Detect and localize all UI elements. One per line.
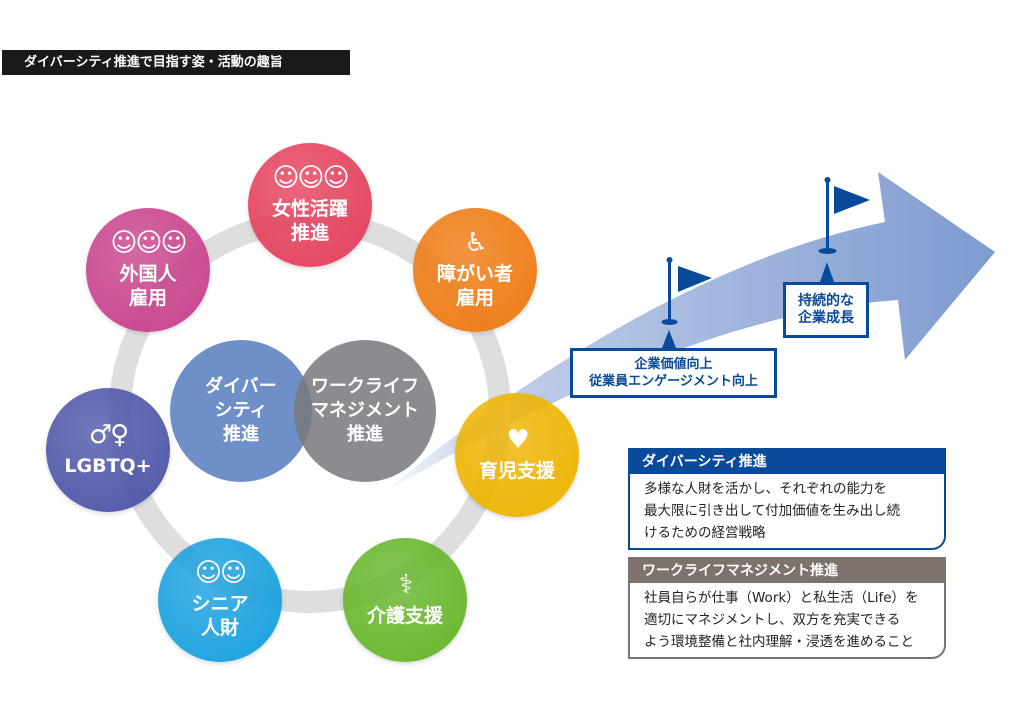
section-title: ダイバーシティ推進で目指す姿・活動の趣旨	[2, 50, 350, 75]
theme-circle-women: ☺☺☺ 女性活躍推進	[248, 143, 372, 267]
milestone-line: 企業価値向上	[634, 357, 713, 372]
circle-label: 人財	[200, 617, 239, 639]
circle-label: シニア	[191, 593, 249, 615]
diversity-line: シティ	[214, 400, 268, 421]
flag-1	[661, 257, 712, 348]
circle-label: 女性活躍	[271, 198, 348, 220]
milestone-growth: 持続的な 企業成長	[783, 282, 869, 338]
theme-circle-childcare: ♥ 育児支援	[455, 393, 579, 517]
wlb-line: ワークライフ	[311, 376, 419, 397]
circle-label: LGBTQ+	[64, 455, 152, 477]
wlb-line: マネジメント	[311, 400, 419, 421]
theme-circle-senior: ☺☺ シニア人財	[158, 538, 282, 662]
wheelchair-worker-icon: ♿	[464, 228, 487, 258]
info-heading: ダイバーシティ推進	[630, 450, 944, 474]
rainbow-people-icon: ♂♀	[88, 420, 129, 450]
milestone-line: 持続的な	[798, 293, 854, 309]
info-line: よう環境整備と社内理解・浸透を進めること	[644, 634, 914, 650]
circle-label: 介護支援	[366, 605, 443, 627]
circle-label: 育児支援	[478, 460, 555, 482]
diversity-line: ダイバー	[205, 376, 277, 397]
theme-circle-nursing: ⚕ 介護支援	[343, 538, 467, 662]
diversity-line: 推進	[223, 424, 259, 445]
theme-circle-lgbtq: ♂♀ LGBTQ+	[46, 388, 170, 512]
info-heading: ワークライフマネジメント推進	[630, 559, 944, 583]
wlb-circle: ワークライフ マネジメント 推進	[294, 340, 436, 482]
circle-label: 雇用	[455, 287, 494, 309]
senior-couple-icon: ☺☺	[194, 558, 247, 588]
circle-label: 障がい者	[436, 263, 513, 285]
wlb-line: 推進	[347, 424, 383, 445]
wlb-info-box: ワークライフマネジメント推進 社員自らが仕事（Work）と私生活（Life）を適…	[628, 557, 946, 659]
info-line: けるための経営戦略	[644, 525, 766, 541]
circle-label: 外国人	[119, 263, 177, 285]
theme-circle-disability: ♿ 障がい者雇用	[413, 208, 537, 332]
women-workers-icon: ☺☺☺	[272, 163, 349, 193]
flag-2	[818, 177, 870, 282]
info-line: 多様な人財を活かし、それぞれの能力を	[644, 481, 887, 497]
info-line: 最大限に引き出して付加価値を生み出し続	[644, 503, 901, 519]
milestone-engagement: 企業価値向上 従業員エンゲージメント向上	[570, 348, 777, 398]
info-line: 適切にマネジメントし、双方を充実できる	[644, 612, 901, 628]
circle-label: 雇用	[128, 287, 167, 309]
info-line: 社員自らが仕事（Work）と私生活（Life）を	[644, 590, 919, 606]
theme-circle-foreign: ☺☺☺ 外国人雇用	[86, 208, 210, 332]
growth-arrow	[380, 172, 995, 495]
caregiver-icon: ⚕	[398, 570, 413, 600]
family-heart-icon: ♥	[506, 425, 529, 455]
globe-people-icon: ☺☺☺	[110, 228, 187, 258]
circle-label: 推進	[290, 222, 329, 244]
diversity-info-box: ダイバーシティ推進 多様な人財を活かし、それぞれの能力を最大限に引き出して付加価…	[628, 448, 946, 550]
diversity-circle: ダイバー シティ 推進	[170, 340, 312, 482]
milestone-line: 従業員エンゲージメント向上	[589, 374, 758, 389]
milestone-line: 企業成長	[798, 310, 854, 326]
